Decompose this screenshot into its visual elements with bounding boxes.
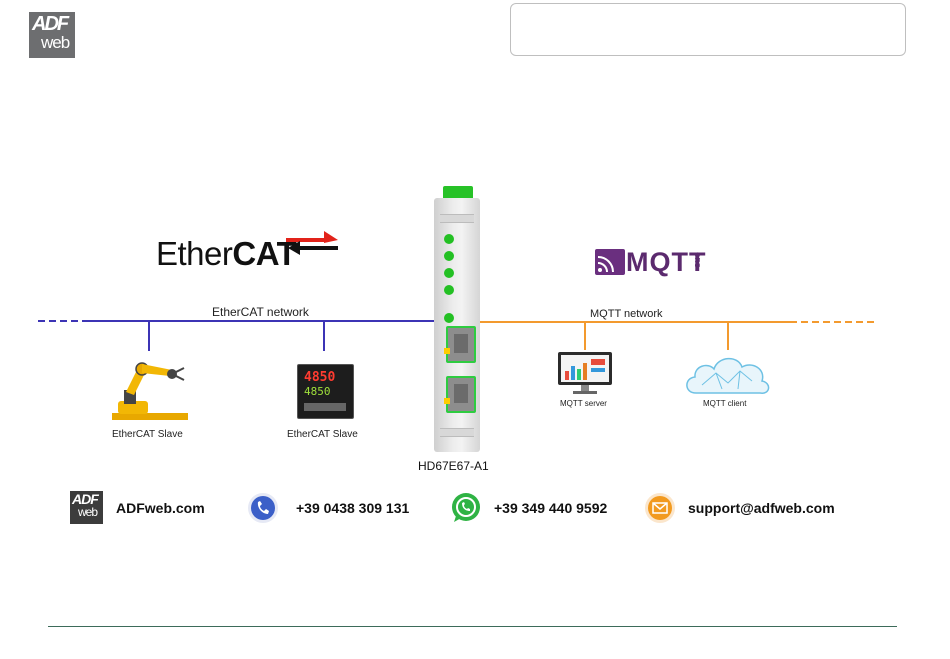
ethercat-drop-line-2 [323,321,325,351]
mqtt-client-label: MQTT client [703,399,746,408]
phone-icon [247,492,279,524]
ethercat-logo: EtherCAT [156,235,296,273]
small-logo-web-text: web [78,506,97,518]
monitor-icon [557,351,613,397]
device-label: HD67E67-A1 [418,459,489,473]
cloud-icon [682,351,772,397]
controller-readout-bottom: 4850 [304,385,331,398]
adfweb-small-logo: ADF web [70,491,103,524]
device-ethernet-port-2 [446,376,476,413]
logo-adf-text: ADF [32,14,67,34]
mqtt-network-dashed-line [790,321,878,323]
device-rib-bottom [440,428,474,437]
mqtt-server-label: MQTT server [560,399,607,408]
mqtt-network-label: MQTT network [590,308,663,320]
controller-readout-top: 4850 [304,370,335,385]
phone-link[interactable]: +39 0438 309 131 [296,500,409,516]
ethercat-drop-line-1 [148,321,150,351]
robot-arm-icon [110,358,190,422]
device-rib-top [440,214,474,223]
footer-divider [48,626,897,627]
ethercat-network-dashed-line [38,320,84,322]
device-led-4 [444,285,454,295]
device-port-led-1 [444,348,450,354]
device-led-3 [444,268,454,278]
mqtt-drop-line-1 [584,322,586,350]
device-led-5 [444,313,454,323]
hd67e67-device [434,198,480,452]
ethercat-network-label: EtherCAT network [212,305,309,319]
ethercat-slave-label-2: EtherCAT Slave [287,429,358,440]
email-link[interactable]: support@adfweb.com [688,500,835,516]
controller-display-icon: 4850 4850 [297,364,354,419]
whatsapp-icon [449,491,483,525]
email-icon [644,492,676,524]
logo-web-text: web [41,34,69,51]
ethercat-network-line [84,320,434,322]
mqtt-drop-line-2 [727,322,729,350]
mqtt-network-line [480,321,790,323]
device-led-2 [444,251,454,261]
adfweb-logo: ADF web [29,12,75,58]
whatsapp-link[interactable]: +39 349 440 9592 [494,500,607,516]
device-port-led-2 [444,398,450,404]
ethercat-arrows-icon [286,226,342,260]
small-logo-adf-text: ADF [72,492,98,506]
device-led-1 [444,234,454,244]
header-title-box [510,3,906,56]
website-link[interactable]: ADFweb.com [116,500,205,516]
device-ethernet-port-1 [446,326,476,363]
ethercat-slave-label-1: EtherCAT Slave [112,429,183,440]
ethercat-logo-light: Ether [156,235,232,272]
mqtt-logo-org: ORG [693,252,700,268]
mqtt-logo-mark-icon [595,249,625,275]
device-top-connector [443,186,473,198]
